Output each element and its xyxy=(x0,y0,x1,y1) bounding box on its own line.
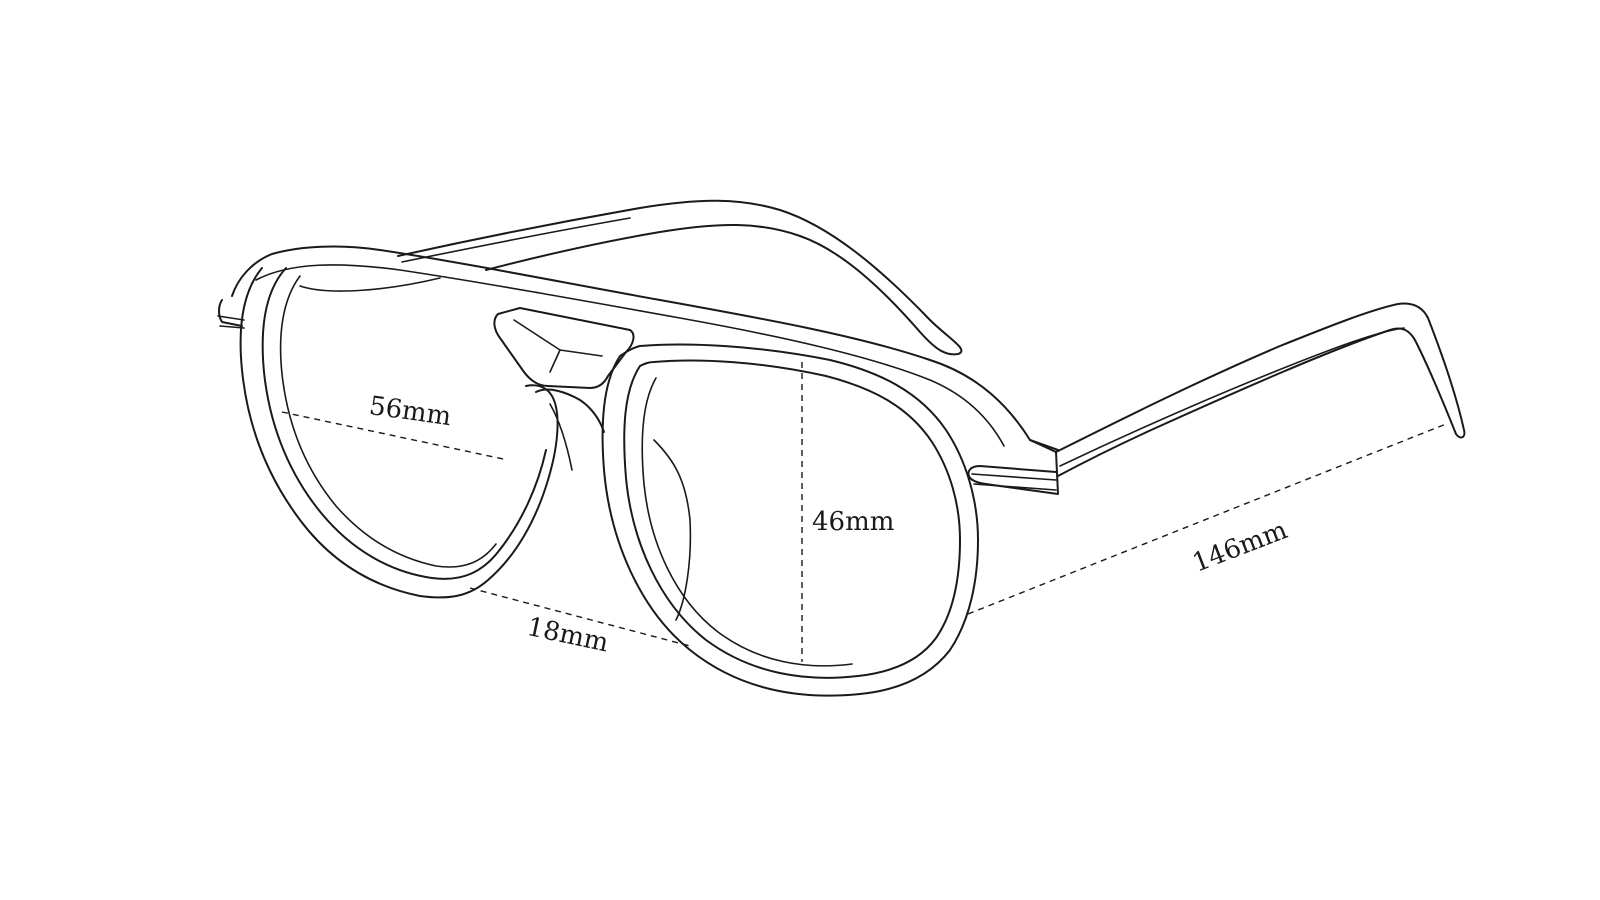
double-bridge xyxy=(493,307,635,389)
left-lens-rim xyxy=(239,267,559,599)
temple-length-dimension: 146mm xyxy=(967,423,1447,615)
frame-brow-bar xyxy=(231,245,1059,451)
lens-height-dimension: 46mm xyxy=(801,362,894,662)
lens-width-label: 56mm xyxy=(367,391,453,432)
lens-width-dimension: 56mm xyxy=(281,391,509,461)
temple-length-dashed-line xyxy=(967,423,1447,615)
bridge-width-dashed-line xyxy=(469,587,691,647)
left-hinge xyxy=(217,299,245,329)
lens-height-label: 46mm xyxy=(812,507,894,537)
bridge-width-dimension: 18mm xyxy=(469,587,691,658)
bridge-width-label: 18mm xyxy=(524,612,611,658)
lens-width-dashed-line xyxy=(281,411,509,461)
far-temple-arm xyxy=(397,199,963,356)
near-temple-arm xyxy=(1055,302,1466,477)
temple-length-label: 146mm xyxy=(1188,515,1291,578)
right-lens-rim xyxy=(601,343,979,697)
nose-bridge xyxy=(535,388,605,471)
right-hinge xyxy=(967,439,1059,495)
